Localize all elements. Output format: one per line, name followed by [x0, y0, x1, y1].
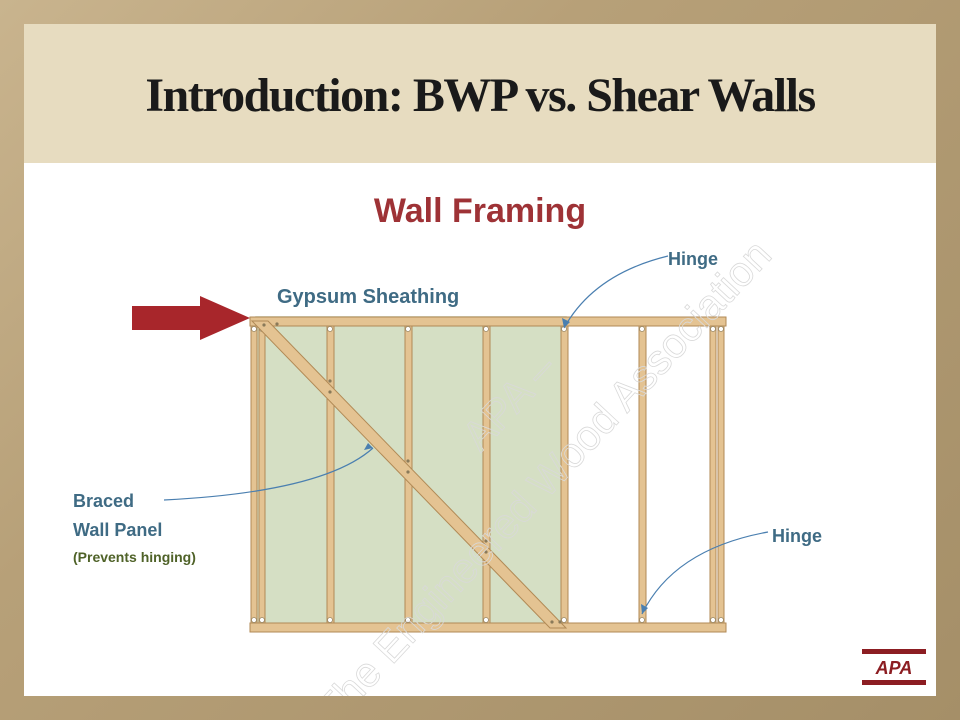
braced-label-note: (Prevents hinging): [73, 549, 196, 565]
logo-text: APA: [875, 658, 913, 678]
stud: [250, 325, 258, 624]
nail-dots: [251, 326, 724, 623]
diagram-title: Wall Framing: [373, 192, 587, 230]
leader-arrows: [163, 255, 769, 615]
leader-arrowheads: [364, 318, 648, 614]
right-arrow-icon: [132, 296, 250, 340]
leader-hinge-top: [563, 255, 669, 329]
wall-framing-diagram: APA – The Engineered Wood Association: [132, 230, 780, 696]
top-plate: [249, 316, 727, 327]
apa-logo-icon: APA: [862, 649, 926, 685]
hinge-label-top: Hinge: [668, 249, 719, 269]
bottom-plate: [249, 622, 727, 633]
stud: [326, 325, 335, 624]
braced-label-line2: Wall Panel: [73, 520, 163, 540]
let-in-brace: [250, 320, 568, 629]
stud: [258, 325, 266, 624]
stud: [638, 325, 647, 624]
leader-hinge-right: [641, 531, 769, 615]
brace-nails: [262, 322, 562, 624]
stud: [717, 325, 725, 624]
stud: [482, 325, 491, 624]
hinge-label-right: Hinge: [772, 526, 823, 546]
stud: [709, 325, 717, 624]
leader-braced-panel: [163, 447, 374, 501]
gypsum-sheathing-label: Gypsum Sheathing: [277, 286, 460, 308]
slide: Introduction: BWP vs. Shear Walls Wall F…: [24, 24, 936, 696]
page-title: Introduction: BWP vs. Shear Walls: [145, 69, 816, 122]
title-banner: [24, 24, 936, 163]
braced-label-line1: Braced: [73, 491, 135, 511]
